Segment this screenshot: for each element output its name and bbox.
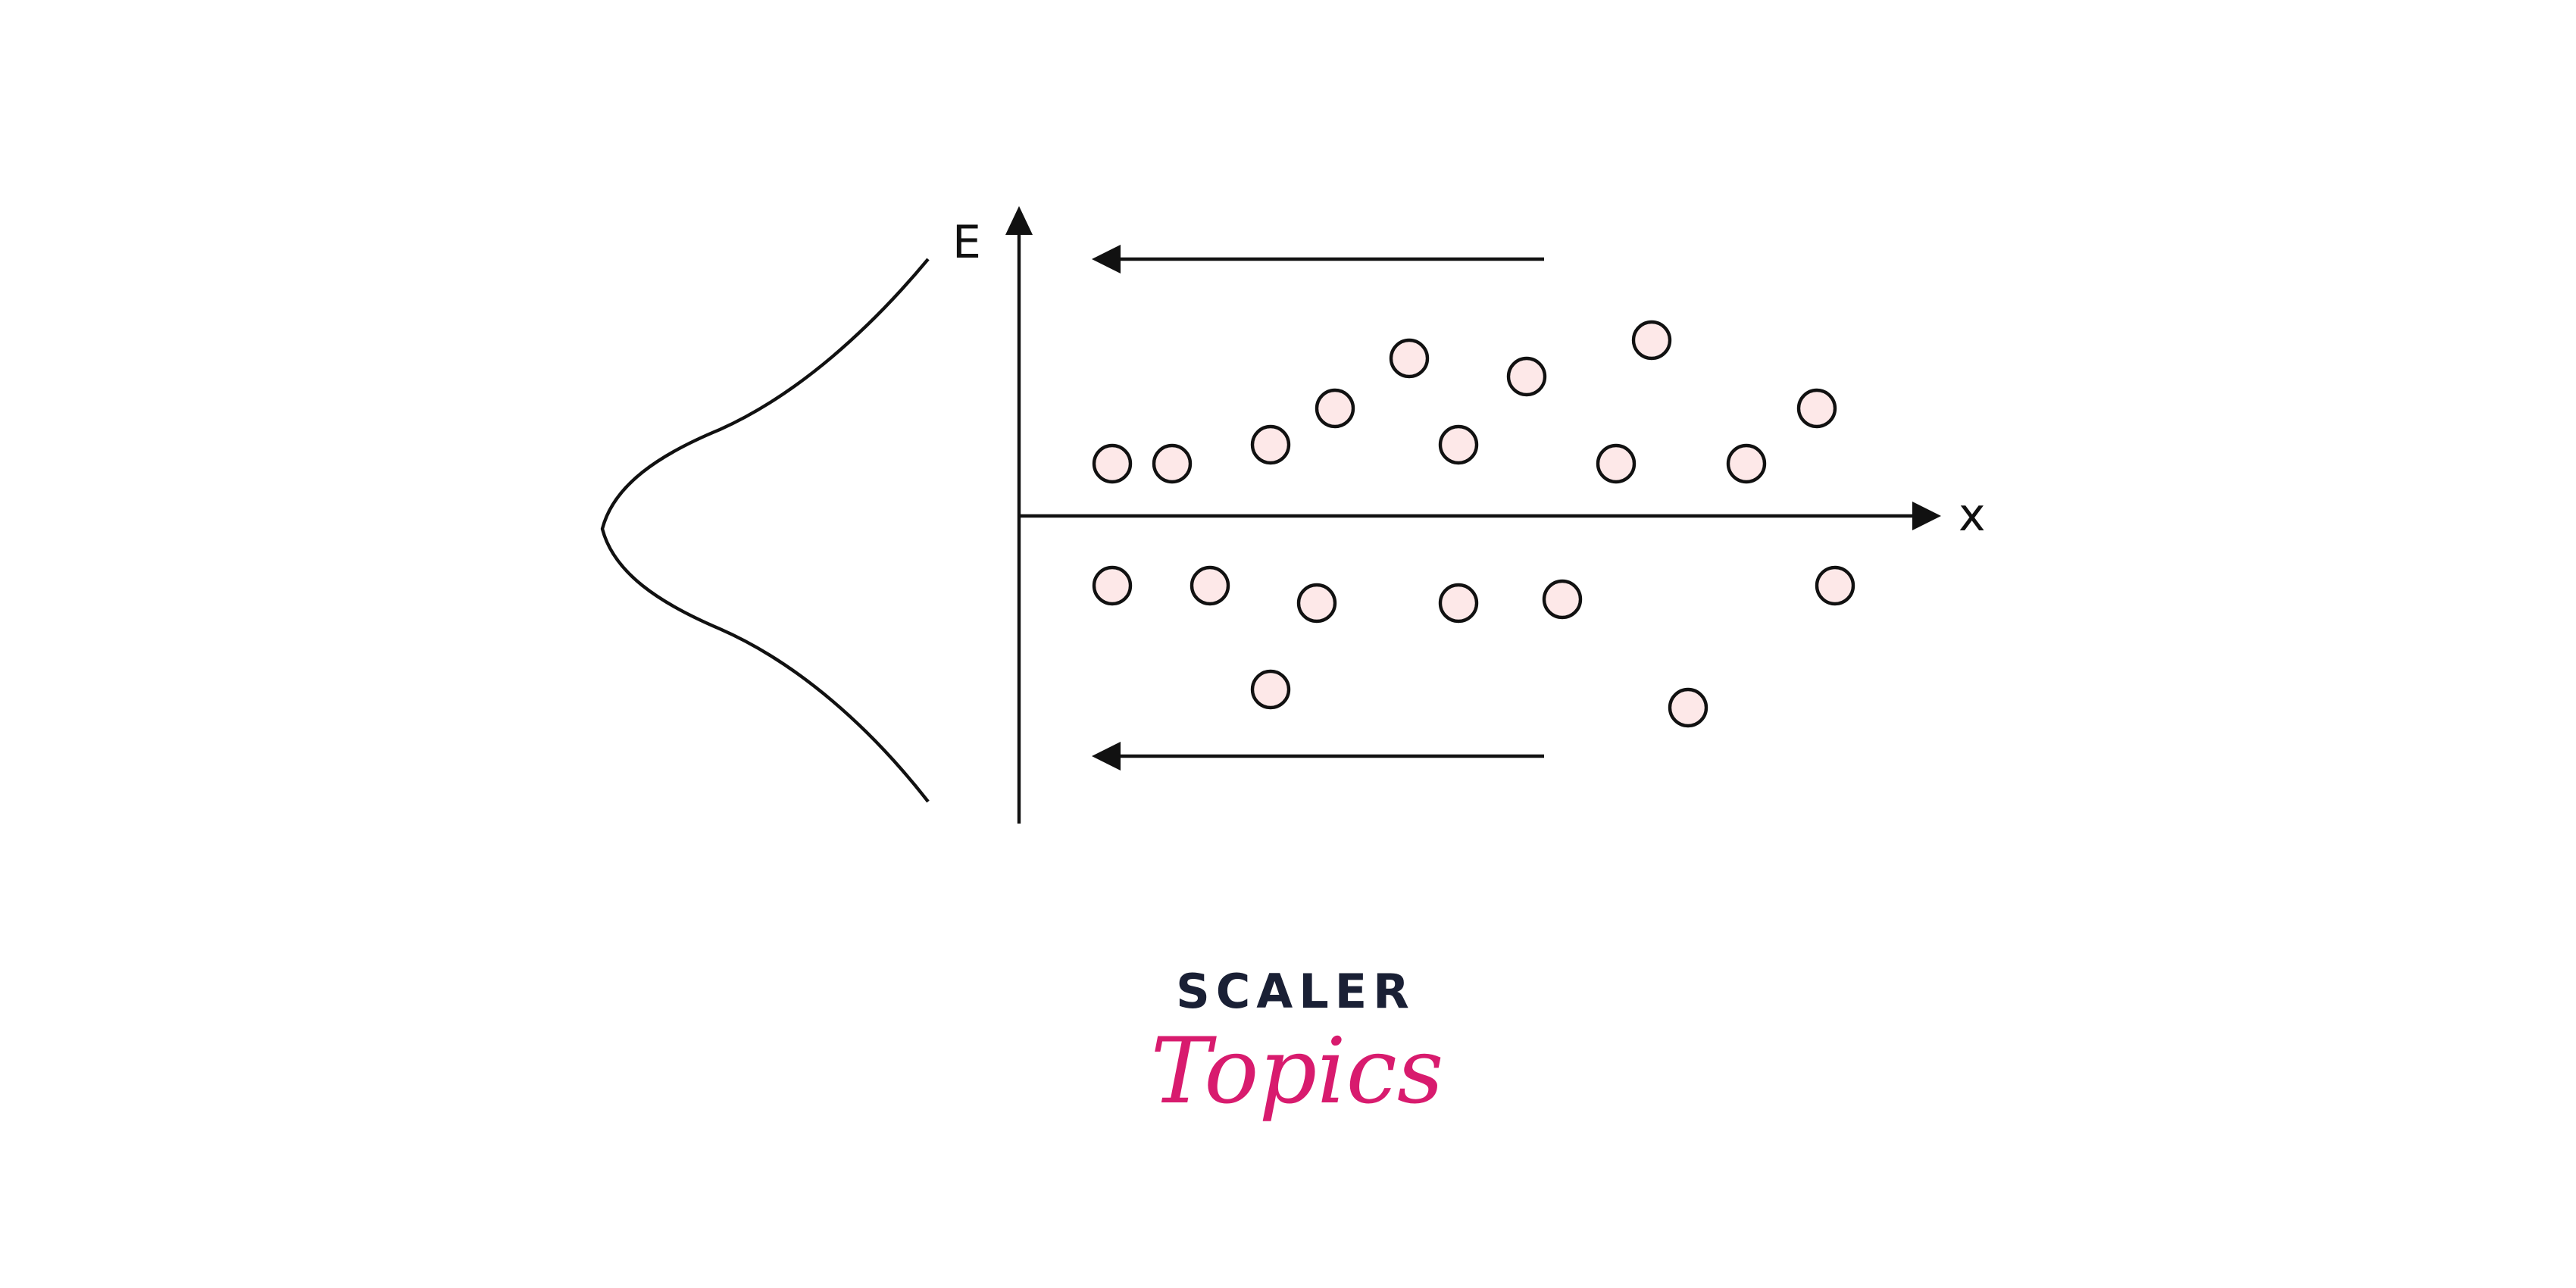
data-point-above-2 (1152, 443, 1193, 484)
data-point-below-5 (1542, 579, 1583, 620)
data-point-below-2 (1190, 565, 1230, 606)
data-point-below-6 (1815, 565, 1855, 606)
data-point-above-1 (1092, 443, 1133, 484)
data-point-above-9 (1631, 320, 1672, 361)
data-point-above-11 (1796, 388, 1837, 429)
lower-arrow-head (1092, 742, 1121, 771)
data-point-above-3 (1250, 424, 1291, 465)
logo-product-text: Topics (1151, 1019, 1444, 1124)
logo-brand-text: SCALER (1176, 964, 1415, 1019)
data-point-below-7 (1250, 669, 1291, 710)
data-point-above-8 (1596, 443, 1637, 484)
data-point-above-4 (1315, 388, 1355, 429)
distribution-curve (600, 258, 930, 803)
data-point-above-10 (1726, 443, 1767, 484)
data-point-below-3 (1296, 583, 1337, 624)
upper-arrow-head (1092, 245, 1121, 274)
data-point-above-7 (1506, 356, 1547, 397)
x-axis-arrowhead (1912, 502, 1941, 530)
y-axis-label: E (952, 216, 981, 269)
data-point-below-8 (1668, 687, 1708, 728)
x-axis-label: x (1959, 489, 1986, 542)
data-point-below-4 (1438, 583, 1479, 624)
data-point-below-1 (1092, 565, 1133, 606)
scaler-topics-logo: SCALER Topics (1151, 964, 1444, 1124)
data-point-above-6 (1438, 424, 1479, 465)
points-below-axis (1092, 565, 1855, 728)
y-axis-arrowhead (1005, 206, 1033, 235)
points-above-axis (1092, 320, 1837, 484)
data-point-above-5 (1389, 338, 1430, 379)
